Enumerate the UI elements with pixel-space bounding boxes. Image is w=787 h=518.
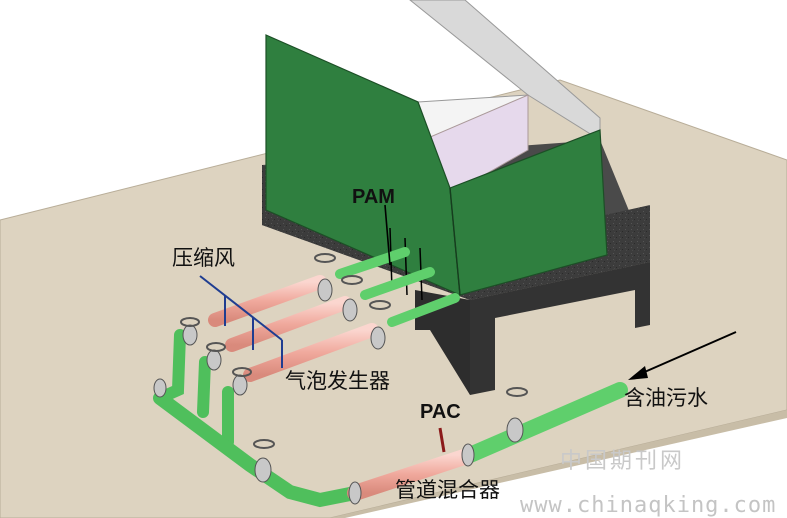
- pipe-line-3: [243, 293, 460, 382]
- header-pipes: [153, 329, 362, 508]
- floor-edge: [330, 410, 787, 518]
- label-bubble-generator: 气泡发生器: [285, 369, 390, 393]
- label-pam: PAM: [352, 186, 395, 208]
- label-pac: PAC: [420, 401, 461, 423]
- tank-back-panel: [409, 0, 601, 141]
- pam-dosing-lines: [384, 204, 391, 266]
- label-oily-wastewater: 含油污水: [624, 386, 708, 410]
- compressed-air-lines: [199, 275, 283, 368]
- inlet-arrow: [628, 331, 737, 380]
- mixer-pipeline: [347, 382, 628, 501]
- watermark-url: www.chinaqking.com: [520, 493, 776, 518]
- label-compressed-air: 压缩风: [172, 246, 235, 270]
- pipe-line-1: [208, 247, 410, 327]
- flotation-tank: [265, 0, 608, 301]
- label-pipe-mixer: 管道混合器: [395, 478, 500, 502]
- valve-handwheels: [180, 253, 528, 449]
- watermark-cn: 中国期刊网: [560, 449, 685, 474]
- fittings: [153, 278, 524, 505]
- pipe-line-2: [225, 267, 435, 352]
